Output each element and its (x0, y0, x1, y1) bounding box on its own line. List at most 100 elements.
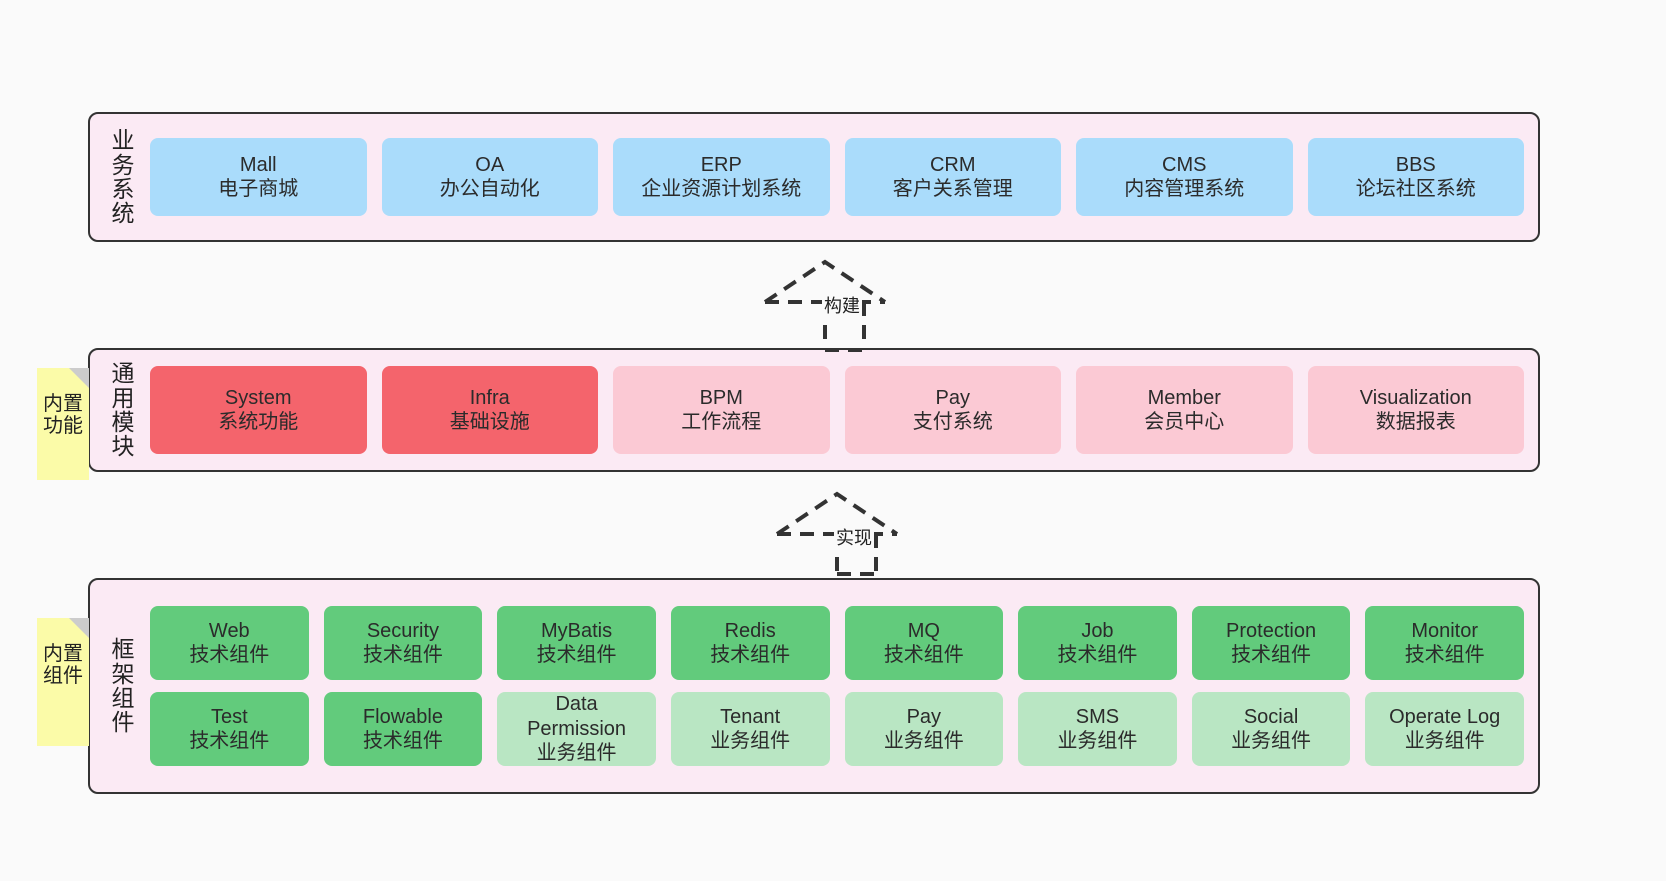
module-name-en: Pay (935, 386, 970, 409)
component-type-cn: 技术组件 (710, 644, 791, 666)
module-name-en: CMS (1162, 153, 1207, 176)
component-name-en: Job (1081, 619, 1114, 642)
module-name-en: ERP (700, 153, 742, 176)
component-box-job[interactable]: Job 技术组件 (1018, 606, 1177, 680)
component-box-flowable[interactable]: Flowable 技术组件 (323, 692, 483, 766)
business-systems-row: Mall 电子商城 OA 办公自动化 ERP 企业资源计划系统 CRM 客户关系… (150, 138, 1524, 216)
module-name-cn: 支付系统 (912, 411, 993, 433)
note-text: 内置功能 (43, 393, 83, 437)
component-type-cn: 技术组件 (1231, 644, 1312, 666)
component-name-en: Test (210, 705, 248, 728)
component-box-sms[interactable]: SMS 业务组件 (1018, 692, 1177, 766)
module-name-en: Infra (469, 386, 510, 409)
module-box-visualization[interactable]: Visualization 数据报表 (1307, 366, 1524, 454)
component-box-mybatis[interactable]: MyBatis 技术组件 (497, 606, 656, 680)
component-type-cn: 技术组件 (1404, 644, 1485, 666)
layer-body-business-systems: Mall 电子商城 OA 办公自动化 ERP 企业资源计划系统 CRM 客户关系… (144, 114, 1538, 240)
component-box-data-permission[interactable]: Data Permission 业务组件 (497, 692, 656, 766)
module-name-en: CRM (929, 153, 976, 176)
module-name-en: Mall (239, 153, 277, 176)
module-name-cn: 内容管理系统 (1124, 178, 1245, 200)
component-type-cn: 业务组件 (883, 730, 964, 752)
module-name-en: Visualization (1359, 386, 1472, 409)
module-name-cn: 办公自动化 (439, 178, 540, 200)
component-box-redis[interactable]: Redis 技术组件 (670, 606, 830, 680)
component-name-en: Data Permission (527, 693, 627, 740)
module-box-oa[interactable]: OA 办公自动化 (381, 138, 598, 216)
component-name-en: Security (366, 619, 440, 642)
layer-title-business-systems: 业务系统 (111, 127, 135, 227)
module-name-en: BBS (1395, 153, 1436, 176)
component-type-cn: 业务组件 (1057, 730, 1138, 752)
component-name-en: Protection (1226, 619, 1317, 642)
note-text: 内置组件 (43, 643, 83, 687)
arrowhead-triangle-build (763, 259, 887, 304)
module-name-cn: 工作流程 (681, 411, 762, 433)
module-box-erp[interactable]: ERP 企业资源计划系统 (613, 138, 830, 216)
component-name-en: MyBatis (541, 619, 613, 642)
layer-title-common-modules: 通用模块 (111, 360, 135, 460)
module-box-crm[interactable]: CRM 客户关系管理 (844, 138, 1061, 216)
connector-implement: 实现 (772, 488, 922, 576)
component-box-social[interactable]: Social 业务组件 (1191, 692, 1351, 766)
component-type-cn: 技术组件 (536, 644, 617, 666)
component-box-web[interactable]: Web 技术组件 (150, 606, 309, 680)
component-type-cn: 业务组件 (1231, 730, 1312, 752)
note-builtin-functions: 内置功能 (37, 368, 89, 480)
layer-body-common-modules: System 系统功能 Infra 基础设施 BPM 工作流程 Pay 支付系统… (144, 350, 1538, 470)
module-box-member[interactable]: Member 会员中心 (1076, 366, 1293, 454)
component-name-en: MQ (907, 619, 940, 642)
component-type-cn: 业务组件 (710, 730, 791, 752)
component-type-cn: 技术组件 (189, 644, 270, 666)
component-box-monitor[interactable]: Monitor 技术组件 (1365, 606, 1524, 680)
component-box-tenant[interactable]: Tenant 业务组件 (670, 692, 830, 766)
component-name-en: Flowable (362, 705, 443, 728)
layer-body-framework-components: Web 技术组件 Security 技术组件 MyBatis 技术组件 Redi… (144, 580, 1538, 792)
component-type-cn: 技术组件 (1057, 644, 1138, 666)
layer-business-systems: 业务系统 Mall 电子商城 OA 办公自动化 ERP 企业资源计划系统 CRM… (88, 112, 1540, 242)
module-name-cn: 企业资源计划系统 (641, 178, 802, 200)
module-name-en: System (224, 386, 292, 409)
layer-common-modules: 通用模块 System 系统功能 Infra 基础设施 BPM 工作流程 Pay… (88, 348, 1540, 472)
module-name-en: OA (475, 153, 505, 176)
module-box-system[interactable]: System 系统功能 (150, 366, 367, 454)
module-name-cn: 数据报表 (1375, 411, 1456, 433)
module-box-cms[interactable]: CMS 内容管理系统 (1076, 138, 1293, 216)
module-box-mall[interactable]: Mall 电子商城 (150, 138, 367, 216)
component-type-cn: 业务组件 (1404, 730, 1485, 752)
module-box-bpm[interactable]: BPM 工作流程 (613, 366, 830, 454)
module-name-cn: 论坛社区系统 (1355, 178, 1476, 200)
component-type-cn: 业务组件 (536, 742, 617, 765)
component-box-operate-log[interactable]: Operate Log 业务组件 (1365, 692, 1524, 766)
component-name-en: Monitor (1411, 619, 1479, 642)
connector-label-implement: 实现 (834, 524, 874, 550)
framework-components-row-2: Test 技术组件 Flowable 技术组件 Data Permission … (150, 692, 1524, 766)
note-builtin-components: 内置组件 (37, 618, 89, 746)
component-name-en: Web (208, 619, 250, 642)
component-type-cn: 技术组件 (362, 644, 443, 666)
component-box-mq[interactable]: MQ 技术组件 (844, 606, 1004, 680)
component-name-en: Tenant (720, 705, 781, 728)
component-name-en: Operate Log (1389, 705, 1501, 728)
module-name-cn: 系统功能 (218, 411, 299, 433)
module-name-cn: 客户关系管理 (892, 178, 1013, 200)
module-box-infra[interactable]: Infra 基础设施 (381, 366, 598, 454)
arrowhead-triangle-implement (775, 491, 899, 536)
component-box-test[interactable]: Test 技术组件 (150, 692, 309, 766)
component-name-en: Pay (906, 705, 942, 728)
component-box-security[interactable]: Security 技术组件 (323, 606, 483, 680)
module-box-bbs[interactable]: BBS 论坛社区系统 (1307, 138, 1524, 216)
component-name-en: Redis (724, 619, 776, 642)
framework-components-row-1: Web 技术组件 Security 技术组件 MyBatis 技术组件 Redi… (150, 606, 1524, 680)
component-name-en: SMS (1075, 705, 1120, 728)
connector-label-build: 构建 (822, 292, 862, 318)
component-box-pay[interactable]: Pay 业务组件 (844, 692, 1004, 766)
component-name-en: Social (1243, 705, 1299, 728)
component-type-cn: 技术组件 (362, 730, 443, 752)
module-name-cn: 电子商城 (218, 178, 299, 200)
component-type-cn: 技术组件 (883, 644, 964, 666)
component-box-protection[interactable]: Protection 技术组件 (1191, 606, 1351, 680)
module-box-pay[interactable]: Pay 支付系统 (844, 366, 1061, 454)
component-type-cn: 技术组件 (189, 730, 270, 752)
